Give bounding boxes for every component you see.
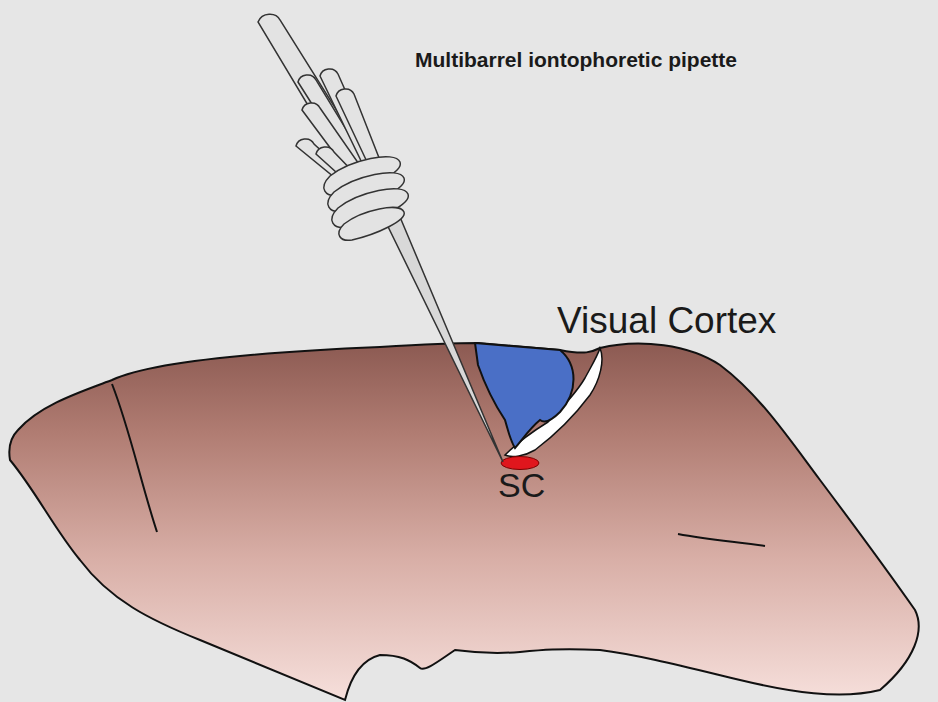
- region-label: Visual Cortex: [557, 300, 776, 342]
- frontal-fissure: [112, 384, 157, 532]
- brain-outline: [9, 343, 918, 700]
- multibarrel-pipette: [258, 14, 503, 462]
- cerebellum-fissure: [678, 534, 765, 546]
- region-label: SC: [498, 466, 545, 505]
- pipette-label: Multibarrel iontophoretic pipette: [415, 48, 737, 72]
